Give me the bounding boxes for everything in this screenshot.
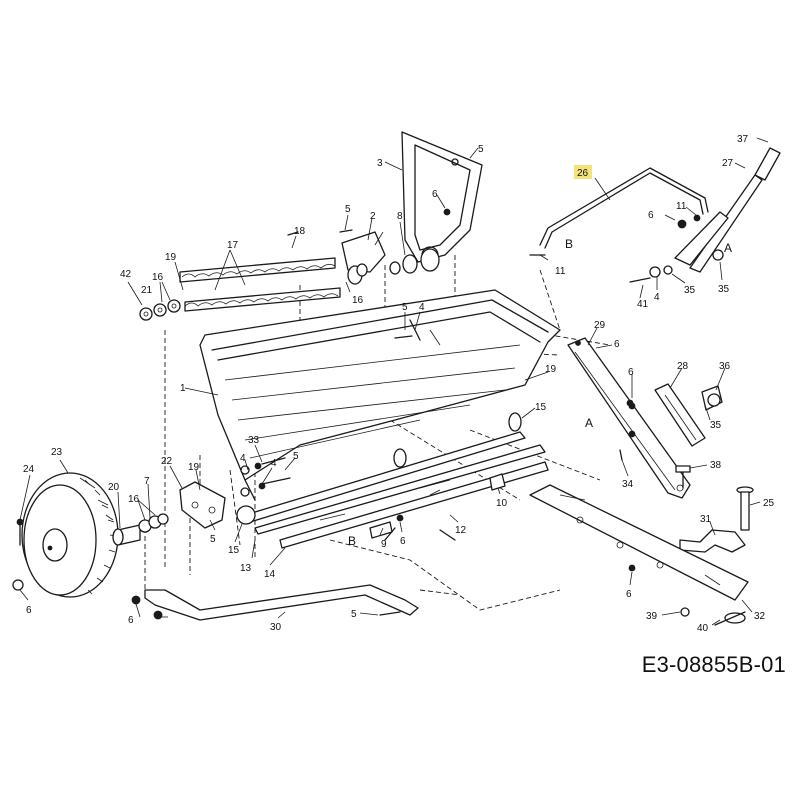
callout-14: 14 xyxy=(264,569,276,580)
callout-1: 1 xyxy=(180,383,186,394)
wheel-23 xyxy=(12,472,119,598)
callout-20: 20 xyxy=(108,482,120,493)
callout-12: 12 xyxy=(455,525,467,536)
callout-5: 5 xyxy=(210,534,216,545)
callout-41: 41 xyxy=(637,299,649,310)
callout-11: 11 xyxy=(555,266,566,277)
hopper xyxy=(199,289,561,501)
callout-4: 4 xyxy=(654,292,660,303)
callout-33: 33 xyxy=(248,435,260,446)
callout-35: 35 xyxy=(684,285,696,296)
callout-11: 11 xyxy=(676,201,687,212)
callout-A: A xyxy=(585,416,593,430)
callout-34: 34 xyxy=(622,479,634,490)
handle-assembly xyxy=(529,147,781,283)
callout-40: 40 xyxy=(697,623,709,634)
callout-7: 7 xyxy=(144,476,150,487)
callout-6: 6 xyxy=(626,589,632,600)
callout-35: 35 xyxy=(710,420,722,431)
callout-22: 22 xyxy=(161,456,173,467)
side-plate-22 xyxy=(179,457,291,529)
callout-6: 6 xyxy=(648,210,654,221)
callout-9: 9 xyxy=(381,539,387,550)
bracket-3 xyxy=(401,131,483,264)
callout-6: 6 xyxy=(628,367,634,378)
callout-4: 4 xyxy=(271,458,277,469)
callout-31: 31 xyxy=(700,514,712,525)
callout-16: 16 xyxy=(352,295,364,306)
callout-15: 15 xyxy=(535,402,547,413)
callout-labels: 37 27 26 11 6 B 11 A 41 4 35 35 3 5 6 8 … xyxy=(23,134,775,634)
callout-32: 32 xyxy=(754,611,766,622)
callout-5: 5 xyxy=(293,451,299,462)
callout-36: 36 xyxy=(719,361,731,372)
callout-B: B xyxy=(348,534,356,548)
callout-27: 27 xyxy=(722,158,734,169)
callout-16: 16 xyxy=(128,494,140,505)
bracket-28 xyxy=(654,383,723,447)
callout-19: 19 xyxy=(188,462,200,473)
callout-A: A xyxy=(724,241,732,255)
callout-5-center: 5 xyxy=(402,302,408,313)
callout-42: 42 xyxy=(120,269,132,280)
callout-6: 6 xyxy=(432,189,438,200)
callout-6: 6 xyxy=(128,615,134,626)
callout-39: 39 xyxy=(646,611,658,622)
frame-arm-29 xyxy=(567,337,691,499)
callout-35: 35 xyxy=(718,284,730,295)
callout-highlight xyxy=(574,165,592,179)
agitator-bar xyxy=(139,257,341,321)
rings-15 xyxy=(236,412,522,541)
callout-15: 15 xyxy=(228,545,240,556)
callout-37: 37 xyxy=(737,134,749,145)
callout-30: 30 xyxy=(270,622,282,633)
callout-19: 19 xyxy=(165,252,177,263)
callout-4-center: 4 xyxy=(419,302,425,313)
drawing-code: E3-08855B-01 xyxy=(641,652,786,677)
callout-5: 5 xyxy=(478,144,484,155)
axle-bars xyxy=(244,431,549,549)
callout-28: 28 xyxy=(677,361,689,372)
bolts-right xyxy=(675,465,754,531)
callout-23: 23 xyxy=(51,447,63,458)
callout-5: 5 xyxy=(351,609,357,620)
axle-bushing xyxy=(112,513,169,546)
leader-lines xyxy=(19,137,769,626)
callout-16: 16 xyxy=(152,272,164,283)
callout-4: 4 xyxy=(240,453,246,464)
callout-38: 38 xyxy=(710,460,722,471)
callout-6: 6 xyxy=(400,536,406,547)
callout-5: 5 xyxy=(345,204,351,215)
bracket-31 xyxy=(679,529,746,553)
callout-24: 24 xyxy=(23,464,35,475)
frame-bar-32 xyxy=(529,484,749,601)
callout-8: 8 xyxy=(397,211,403,222)
callout-3: 3 xyxy=(377,158,383,169)
callout-19: 19 xyxy=(545,364,557,375)
callout-26: 26 xyxy=(577,168,589,179)
callout-25: 25 xyxy=(763,498,775,509)
callout-17: 17 xyxy=(227,240,239,251)
agitator-parts xyxy=(341,231,440,285)
callout-21: 21 xyxy=(141,285,153,296)
callout-10: 10 xyxy=(496,498,508,509)
callout-6: 6 xyxy=(614,339,620,350)
callout-13: 13 xyxy=(240,563,252,574)
callout-2: 2 xyxy=(370,211,376,222)
callout-29: 29 xyxy=(594,320,606,331)
callout-18: 18 xyxy=(294,226,306,237)
callout-6: 6 xyxy=(26,605,32,616)
pin-40 xyxy=(714,611,746,626)
callout-B: B xyxy=(565,237,573,251)
